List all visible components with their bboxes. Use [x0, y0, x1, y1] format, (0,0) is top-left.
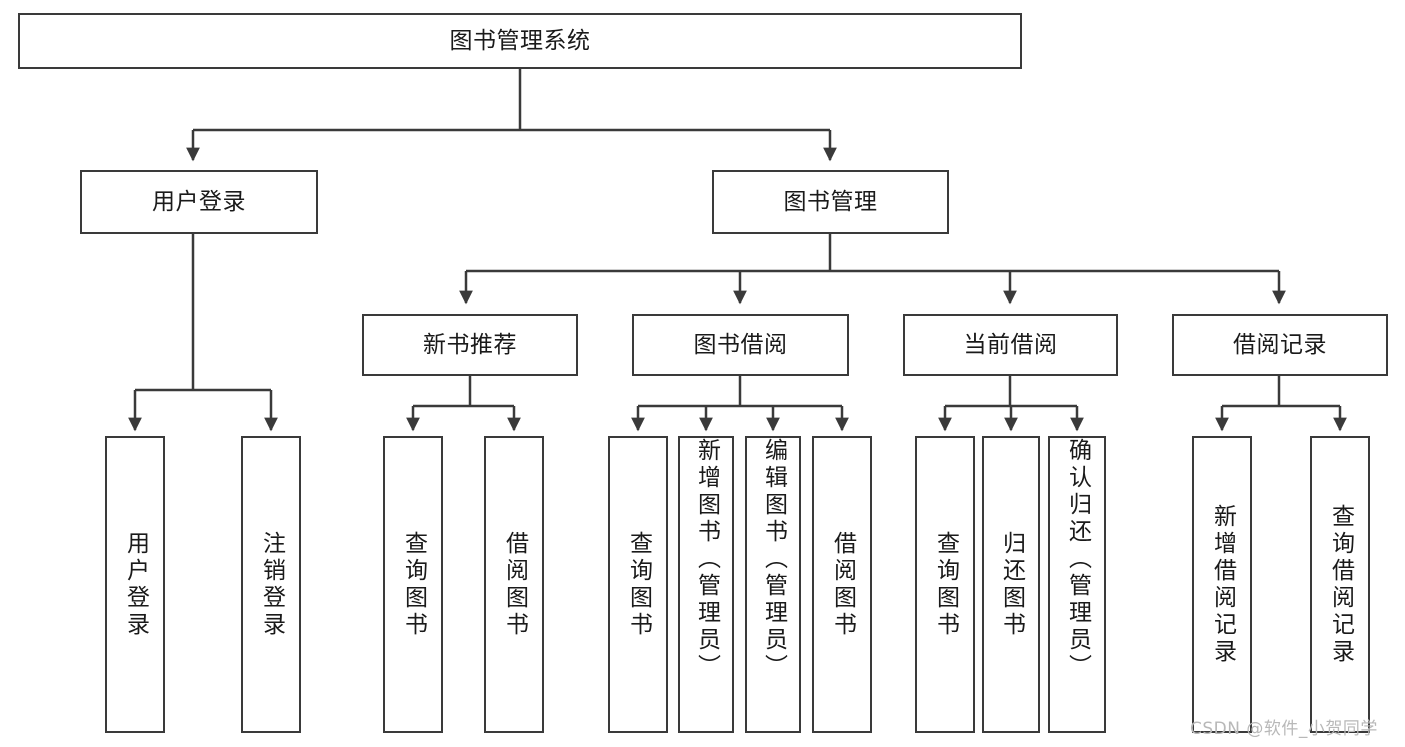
node-book-management[interactable]: 图书管理: [712, 170, 949, 234]
node-label: 用户登录: [152, 188, 246, 215]
node-borrow-record[interactable]: 借阅记录: [1172, 314, 1388, 376]
node-leaf-user-login[interactable]: 用户登录: [105, 436, 165, 733]
node-leaf-borrow-book-1[interactable]: 借阅图书: [484, 436, 544, 733]
node-leaf-add-book[interactable]: 新增图书（管理员）: [678, 436, 734, 733]
node-leaf-query-book-2[interactable]: 查询图书: [608, 436, 668, 733]
node-label: 用户登录: [122, 530, 149, 639]
node-leaf-edit-book[interactable]: 编辑图书（管理员）: [745, 436, 801, 733]
node-label: 借阅记录: [1233, 331, 1327, 358]
node-label: 图书管理: [783, 188, 878, 215]
node-user-login[interactable]: 用户登录: [80, 170, 318, 234]
node-label: 新增借阅记录: [1209, 503, 1236, 666]
node-label: 新增图书（管理员）: [693, 438, 720, 681]
node-leaf-return-book[interactable]: 归还图书: [982, 436, 1040, 733]
node-label: 借阅图书: [501, 530, 528, 639]
node-leaf-query-book-1[interactable]: 查询图书: [383, 436, 443, 733]
node-leaf-query-record[interactable]: 查询借阅记录: [1310, 436, 1370, 733]
node-leaf-add-record[interactable]: 新增借阅记录: [1192, 436, 1252, 733]
node-book-borrow[interactable]: 图书借阅: [632, 314, 849, 376]
node-label: 注销登录: [258, 530, 285, 639]
watermark-text: CSDN @软件_小贺同学: [1190, 719, 1378, 739]
node-label: 查询借阅记录: [1327, 503, 1354, 666]
node-leaf-query-book-3[interactable]: 查询图书: [915, 436, 975, 733]
node-leaf-user-logout[interactable]: 注销登录: [241, 436, 301, 733]
node-label: 查询图书: [625, 530, 652, 639]
node-label: 查询图书: [400, 530, 427, 639]
node-label: 当前借阅: [963, 331, 1058, 358]
node-label: 借阅图书: [829, 530, 856, 639]
node-label: 编辑图书（管理员）: [760, 438, 787, 681]
node-label: 查询图书: [932, 530, 959, 639]
node-root-system[interactable]: 图书管理系统: [18, 13, 1022, 69]
node-label: 归还图书: [998, 530, 1025, 639]
node-new-book-recommend[interactable]: 新书推荐: [362, 314, 578, 376]
node-leaf-borrow-book-2[interactable]: 借阅图书: [812, 436, 872, 733]
node-leaf-confirm-return[interactable]: 确认归还（管理员）: [1048, 436, 1106, 733]
node-label: 图书管理系统: [449, 27, 591, 54]
node-label: 确认归还（管理员）: [1064, 438, 1091, 681]
node-label: 新书推荐: [423, 331, 517, 358]
node-label: 图书借阅: [693, 331, 788, 358]
node-current-borrow[interactable]: 当前借阅: [903, 314, 1118, 376]
